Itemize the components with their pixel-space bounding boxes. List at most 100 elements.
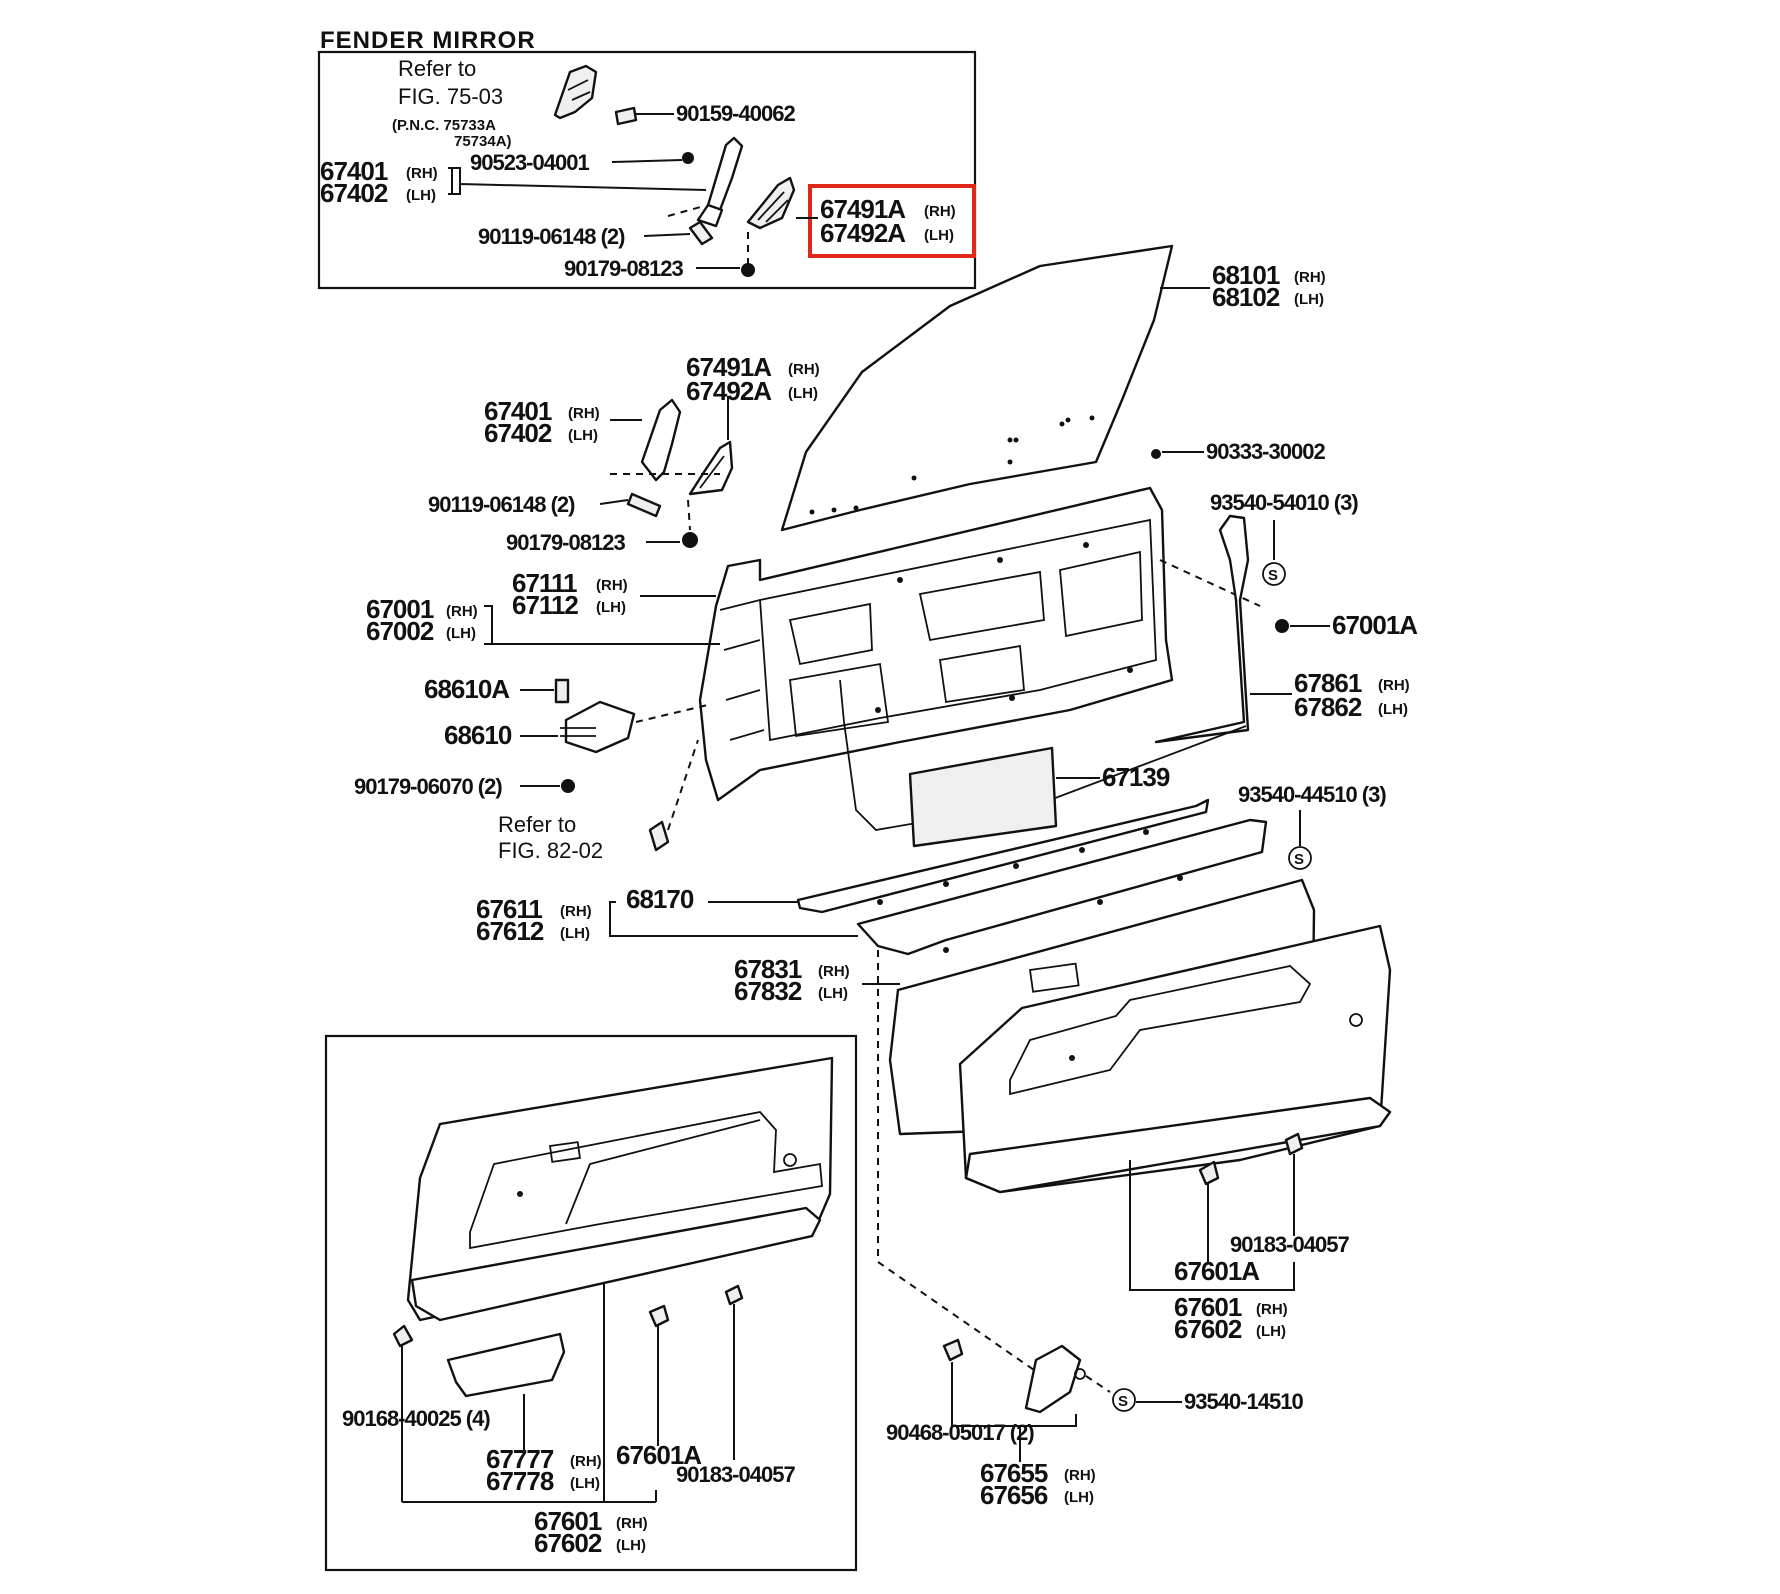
part-90183-04057-left: 90183-04057 — [676, 1462, 795, 1487]
part-93540-14510: 93540-14510 — [1184, 1389, 1303, 1414]
rh-67831: (RH) — [818, 963, 850, 980]
trim-panel-right-window-switch — [1028, 962, 1080, 993]
s-text-93540-54010: S — [1268, 567, 1278, 584]
trim-panel-left-pocket — [410, 1206, 822, 1322]
dash-lock — [635, 703, 713, 723]
s-text-93540-14510: S — [1118, 1393, 1128, 1410]
lock-rod — [560, 727, 596, 737]
dash-trim-to-handle — [877, 950, 1035, 1371]
part-68101: 68101 — [1212, 260, 1280, 290]
trim-panel-right-armrest — [1009, 965, 1312, 1096]
door-openings — [788, 550, 1143, 666]
handle-link — [648, 820, 670, 852]
alt-panel-inset-frame — [324, 1034, 858, 1572]
leader-90119-mid — [599, 499, 629, 505]
rh-67111: (RH) — [596, 577, 628, 594]
lh-67402-inset: (LH) — [406, 187, 436, 204]
door-inner-panel — [759, 518, 1157, 742]
screw-90119-inset — [688, 220, 714, 246]
part-90168-40025: 90168-40025 (4) — [342, 1406, 490, 1431]
rh-67491A-inset: (RH) — [924, 203, 956, 220]
part-90179-08123-inset: 90179-08123 — [564, 256, 683, 281]
part-67492A-mid: 67492A — [686, 376, 772, 406]
bolt-90179-06070 — [561, 779, 575, 793]
clip-67601A-right — [1198, 1160, 1220, 1186]
part-67111: 67111 — [512, 568, 577, 598]
part-90523-04001: 90523-04001 — [470, 150, 589, 175]
leader-67601-right — [1129, 1160, 1295, 1291]
part-67002: 67002 — [366, 616, 434, 646]
part-68102: 68102 — [1212, 282, 1280, 312]
lh-67656: (LH) — [1064, 1489, 1094, 1506]
lh-67492A-mid: (LH) — [788, 385, 818, 402]
refer-fig-82-line1: Refer to — [498, 812, 576, 837]
door-glass — [780, 244, 1174, 532]
trim-panel-right-lock-hole — [1349, 1013, 1363, 1027]
door-holes — [875, 542, 1133, 713]
part-67601-left: 67601 — [534, 1506, 602, 1536]
trim-panel-right-pocket — [964, 1096, 1392, 1194]
lh-67112: (LH) — [596, 599, 626, 616]
clip-90333 — [1151, 449, 1161, 459]
part-67491A-inset: 67491A — [820, 194, 906, 224]
part-90159-40062: 90159-40062 — [676, 101, 795, 126]
part-67402-inset: 67402 — [320, 178, 388, 208]
leader-67601-left — [402, 1282, 657, 1503]
clip-90183-left — [724, 1284, 744, 1306]
refer-fig-82-line2: FIG. 82-02 — [498, 838, 603, 863]
part-67831: 67831 — [734, 954, 802, 984]
part-67401-mid: 67401 — [484, 396, 552, 426]
mirror-cover-hatch — [757, 191, 789, 223]
part-90333-30002: 90333-30002 — [1206, 439, 1325, 464]
part-67001A: 67001A — [1332, 610, 1418, 640]
rh-67601-left: (RH) — [616, 1515, 648, 1532]
pnc-line1: (P.N.C. 75733A — [392, 117, 496, 134]
pocket-67777 — [446, 1332, 566, 1398]
door-shell — [698, 486, 1174, 802]
weatherstrip-rh — [1154, 514, 1250, 744]
leader-67655 — [951, 1362, 1077, 1427]
rh-67601-right: (RH) — [1256, 1301, 1288, 1318]
part-67402-mid: 67402 — [484, 418, 552, 448]
part-90468-05017: 90468-05017 (2) — [886, 1420, 1034, 1445]
leader-67001 — [484, 605, 720, 645]
part-67862: 67862 — [1294, 692, 1362, 722]
inside-handle-bezel-67655 — [1024, 1344, 1082, 1414]
rh-67861: (RH) — [1378, 677, 1410, 694]
door-seal-loop — [839, 679, 1247, 831]
part-67655: 67655 — [980, 1458, 1048, 1488]
s-mark-93540-44510 — [1288, 846, 1312, 870]
trim-panel-left-screw-hole — [517, 1191, 523, 1197]
rh-67491A-mid: (RH) — [788, 361, 820, 378]
screw-90159 — [614, 106, 638, 126]
mirror-bracket — [553, 64, 598, 120]
rh-67001: (RH) — [446, 603, 478, 620]
rh-68101: (RH) — [1294, 269, 1326, 286]
inner-weatherstrip-68170 — [796, 798, 1210, 914]
part-67656: 67656 — [980, 1480, 1048, 1510]
mirror-cover-mid-detail — [699, 455, 725, 489]
lh-67602-right: (LH) — [1256, 1323, 1286, 1340]
lh-67002: (LH) — [446, 625, 476, 642]
dash-weatherstrip — [1159, 559, 1261, 607]
rh-67401-inset: (RH) — [406, 165, 438, 182]
screw-90468 — [942, 1338, 964, 1362]
mirror-base-foot — [696, 203, 724, 228]
dash-mid-2 — [687, 499, 691, 531]
part-67602-right: 67602 — [1174, 1314, 1242, 1344]
part-93540-44510: 93540-44510 (3) — [1238, 782, 1386, 807]
nut-90179-mid — [682, 532, 698, 548]
part-90179-06070: 90179-06070 (2) — [354, 774, 502, 799]
part-67861: 67861 — [1294, 668, 1362, 698]
refer-fig-75-line2: FIG. 75-03 — [398, 84, 503, 109]
trim-panel-left-armrest — [469, 1111, 823, 1250]
clip-90168 — [392, 1324, 414, 1348]
part-67601-right: 67601 — [1174, 1292, 1242, 1322]
moulding-clips — [877, 829, 1183, 953]
trim-panel-left-switch — [548, 1141, 581, 1163]
door-glass-dots — [809, 415, 1095, 515]
part-67602-left: 67602 — [534, 1528, 602, 1558]
leader-90523 — [611, 159, 683, 163]
part-90183-04057-right: 90183-04057 — [1230, 1232, 1349, 1257]
inset-title: FENDER MIRROR — [320, 27, 536, 54]
